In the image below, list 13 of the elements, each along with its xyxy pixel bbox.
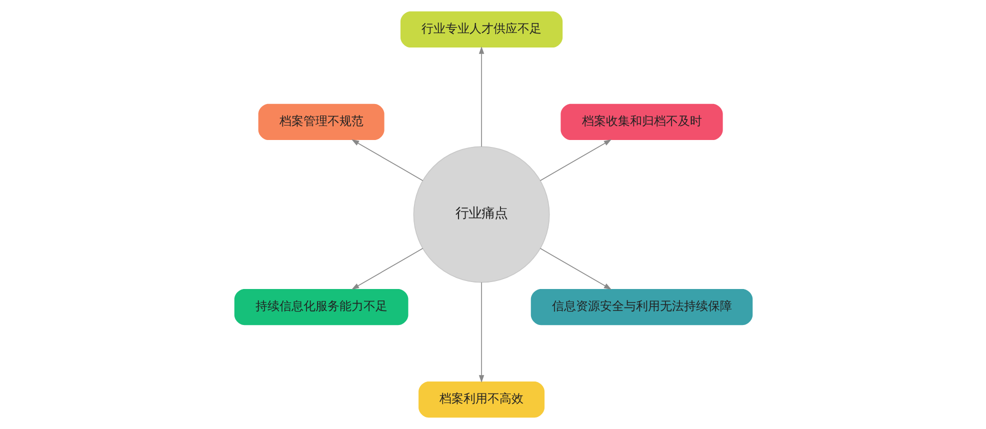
arrow [351,139,423,181]
node-box: 档案管理不规范 [258,104,384,140]
node-box: 持续信息化服务能力不足 [234,288,408,326]
node-box: 档案利用不高效 [418,381,544,418]
node-circle: 行业痛点 [412,146,550,283]
arrow [478,46,484,148]
arrow [539,139,612,181]
arrow [539,248,612,290]
node-box: 档案收集和归档不及时 [560,104,722,140]
arrow [478,282,484,383]
node-box: 行业专业人才供应不足 [400,11,562,48]
arrow [351,248,423,290]
node-box: 信息资源安全与利用无法持续保障 [530,288,752,326]
